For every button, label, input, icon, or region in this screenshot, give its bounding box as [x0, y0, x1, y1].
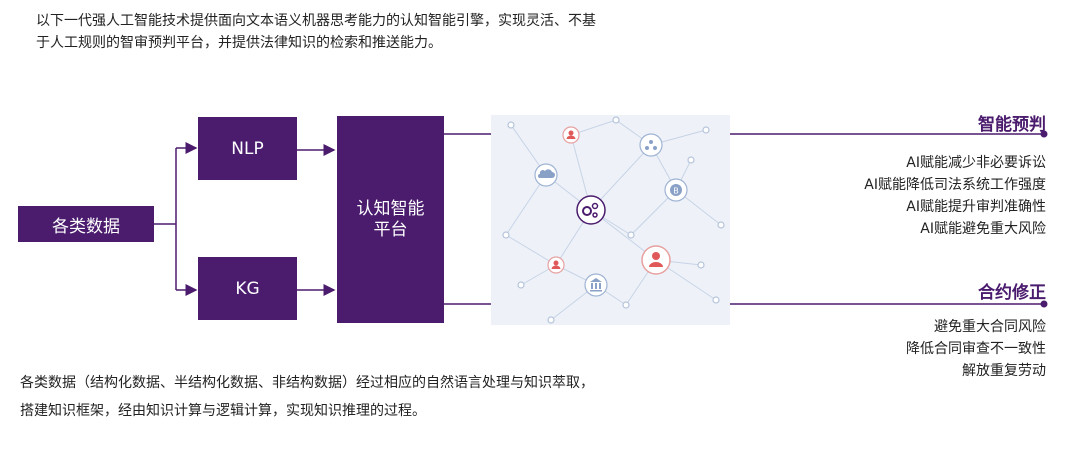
data-source-label: 各类数据 [52, 216, 120, 237]
output-list-prediction: AI赋能减少非必要诉讼 AI赋能降低司法系统工作强度 AI赋能提升审判准确性 A… [864, 152, 1046, 240]
bottom-line-2: 搭建知识框架，经由知识计算与逻辑计算，实现知识推理的过程。 [20, 403, 426, 419]
data-source-box: 各类数据 [18, 206, 154, 242]
output-title-prediction: 智能预判 [978, 115, 1046, 135]
bottom-line-1: 各类数据（结构化数据、半结构化数据、非结构数据）经过相应的自然语言处理与知识萃取… [20, 375, 594, 391]
network-graph-icon: B [502, 116, 725, 324]
kg-box: KG [198, 257, 297, 320]
platform-label-line1: 认知智能 [356, 198, 425, 219]
output-list-contract: 避免重大合同风险 降低合同审查不一致性 解放重复劳动 [906, 316, 1046, 382]
intro-line-1: 以下一代强人工智能技术提供面向文本语义机器思考能力的认知智能引擎，实现灵活、不基 [36, 13, 596, 29]
nlp-box: NLP [198, 117, 297, 180]
network-illustration: B [491, 115, 730, 325]
kg-label: KG [235, 278, 260, 299]
nlp-label: NLP [231, 138, 264, 159]
bottom-description: 各类数据（结构化数据、半结构化数据、非结构数据）经过相应的自然语言处理与知识萃取… [20, 369, 740, 425]
intro-text: 以下一代强人工智能技术提供面向文本语义机器思考能力的认知智能引擎，实现灵活、不基… [36, 10, 736, 54]
prediction-item: AI赋能提升审判准确性 [906, 199, 1046, 215]
svg-text:B: B [673, 187, 679, 196]
output-title-contract: 合约修正 [978, 283, 1046, 303]
contract-item: 降低合同审查不一致性 [906, 341, 1046, 357]
hub-node-icon [639, 133, 663, 157]
contract-item: 避免重大合同风险 [934, 319, 1046, 335]
output-dot-prediction [1040, 130, 1048, 138]
platform-label-line2: 平台 [373, 219, 408, 240]
cognitive-platform-box: 认知智能 平台 [337, 116, 444, 323]
output-dot-contract [1040, 300, 1048, 308]
prediction-item: AI赋能避免重大风险 [920, 221, 1046, 237]
intro-line-2: 于人工规则的智审预判平台，并提供法律知识的检索和推送能力。 [36, 35, 442, 51]
prediction-item: AI赋能降低司法系统工作强度 [864, 177, 1046, 193]
prediction-item: AI赋能减少非必要诉讼 [906, 155, 1046, 171]
contract-item: 解放重复劳动 [962, 363, 1046, 379]
